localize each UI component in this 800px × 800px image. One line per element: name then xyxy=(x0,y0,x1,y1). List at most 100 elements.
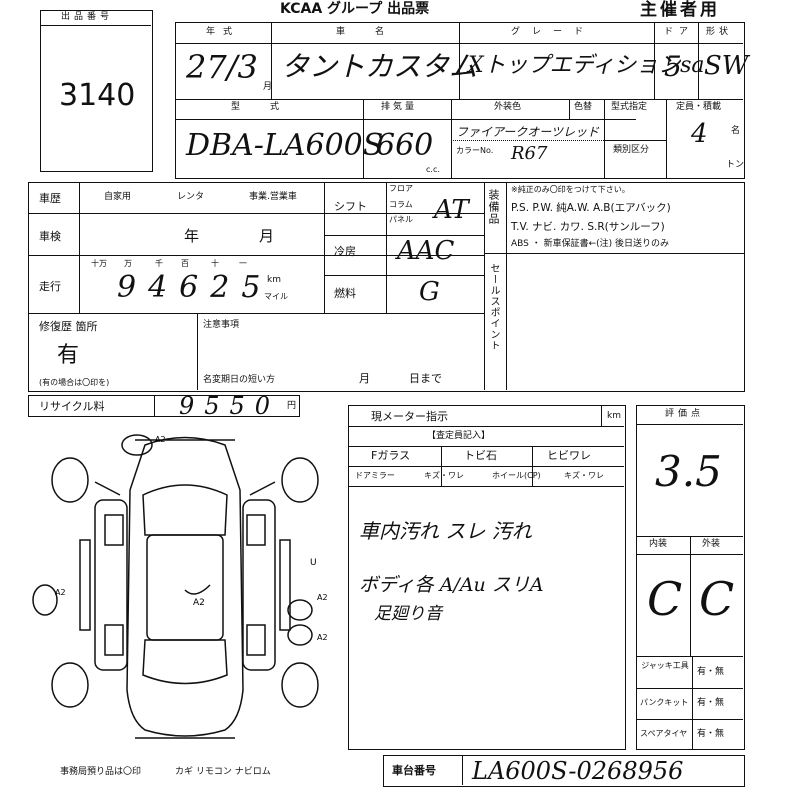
accessory-label: パンクキット xyxy=(640,698,689,707)
notes-label: 注意事項 xyxy=(203,320,240,330)
grade-score: 3.5 xyxy=(655,447,722,496)
grade-label: 評価点 xyxy=(665,409,705,419)
category-label: 類別区分 xyxy=(613,145,650,155)
displacement-value: 660 xyxy=(376,128,434,163)
diagram-center-mark: A2 xyxy=(193,598,205,608)
mileage-digit-label: 万 xyxy=(124,259,132,268)
recycle-amount: 9550 xyxy=(179,392,281,420)
mileage-digit-label: 十 xyxy=(211,259,219,268)
equipment-line-2: T.V. ナビ. カワ. S.R(サンルーフ) xyxy=(511,221,665,233)
diagram-mark: A2 xyxy=(55,588,66,597)
ac-value: AAC xyxy=(397,236,455,266)
chassis-box: 車台番号 LA600S-0268956 xyxy=(383,755,745,787)
displacement-label: 排気量 xyxy=(381,102,418,112)
exterior-grade: C xyxy=(699,572,735,626)
grade-box: 評価点 3.5 内装 外装 C C ジャッキ工具 有・無 パンクキット 有・無 … xyxy=(636,405,745,750)
wheel-label: ホイール(CP) xyxy=(492,471,541,480)
chassis-number: LA600S-0268956 xyxy=(472,757,684,785)
meter-label: 現メーター指示 xyxy=(371,410,448,423)
mirror-label: ドアミラー xyxy=(355,471,395,480)
diagram-mark: A2 xyxy=(155,435,166,444)
name-value: タントカスタム xyxy=(281,50,478,83)
inspection-month: 月 xyxy=(259,227,275,245)
mile-unit: マイル xyxy=(264,292,288,301)
color-no-label: カラーNo. xyxy=(456,146,494,155)
shift-column: コラム xyxy=(389,200,413,209)
recycle-label: リサイクル料 xyxy=(39,400,105,413)
diagram-mark: A2 xyxy=(317,593,328,602)
model-value: DBA-LA600S xyxy=(186,128,384,163)
year-label: 年式 xyxy=(206,27,241,37)
shape-label: 形状 xyxy=(706,27,733,37)
accessory-value: 有・無 xyxy=(697,729,725,739)
inspection-label: 車検 xyxy=(39,230,61,243)
mileage-label: 走行 xyxy=(39,280,61,293)
capacity-unit: 名 xyxy=(731,126,741,136)
mileage-value: 94625 xyxy=(117,270,273,305)
office-note: 事務局預り品は〇印 xyxy=(60,767,142,777)
office-items: カギ リモコン ナビロム xyxy=(175,767,271,777)
details-block: 車歴 自家用 レンタ 事業.営業車 車検 年 月 走行 十万 万 千 百 十 一… xyxy=(28,182,745,392)
year-month-unit: 月 xyxy=(263,82,273,92)
history-option-business: 事業.営業車 xyxy=(249,192,297,202)
mileage-digit-label: 百 xyxy=(181,259,189,268)
repair-note: (有の場合は〇印を) xyxy=(39,378,110,387)
year-value: 27/3 xyxy=(186,48,258,86)
accessory-label: スペアタイヤ xyxy=(640,729,688,738)
interior-label: 内装 xyxy=(649,539,668,549)
mileage-digit-label: 十万 xyxy=(91,259,107,268)
accessory-value: 有・無 xyxy=(697,698,725,708)
color-value: ファイアークオーツレッド xyxy=(456,125,600,139)
deadline-month: 月 xyxy=(359,372,370,385)
interior-grade: C xyxy=(647,572,683,626)
inspection-area: 現メーター指示 km 【査定員記入】 Fガラス トビ石 ヒビワレ ドアミラー キ… xyxy=(348,405,626,750)
inspector-label: 【査定員記入】 xyxy=(427,431,491,441)
shape-value: SW xyxy=(704,51,749,81)
type-designation-label: 型式指定 xyxy=(611,102,648,112)
shift-value: AT xyxy=(434,195,469,225)
grade-value: Xトップエディションsa xyxy=(468,53,705,78)
ac-label: 冷房 xyxy=(334,245,356,258)
lot-box: 出品番号 3140 xyxy=(40,10,153,172)
mileage-digit-label: 一 xyxy=(239,259,247,268)
model-label: 型式 xyxy=(231,102,310,112)
exterior-label: 外装 xyxy=(702,539,721,549)
inspection-note-1: 車内汚れ スレ 汚れ xyxy=(359,519,532,543)
history-option-rental: レンタ xyxy=(177,192,205,202)
km-unit: km xyxy=(267,275,281,285)
history-label: 車歴 xyxy=(39,192,61,205)
grade-label: グレード xyxy=(511,27,596,37)
fuel-value: G xyxy=(419,277,440,307)
load-unit: トン xyxy=(726,160,745,170)
lot-label: 出品番号 xyxy=(61,12,114,22)
name-label: 車名 xyxy=(336,27,415,37)
recycle-unit: 円 xyxy=(287,401,297,411)
organizer-label: 主催者用 xyxy=(640,0,720,20)
group-title: KCAA グループ 出品票 xyxy=(280,1,430,17)
capacity-label: 定員・積載 xyxy=(676,102,722,112)
inspection-note-2: ボディ各 A/Au スリA xyxy=(359,574,544,596)
shift-floor: フロア xyxy=(389,184,413,193)
repair-label: 修復歴 箇所 xyxy=(39,320,98,333)
equipment-note: ※純正のみ〇印をつけて下さい。 xyxy=(511,185,630,194)
car-diagram: A2 A2 A2 A2 U A2 xyxy=(32,434,328,739)
deadline-label: 名変期日の短い方 xyxy=(203,375,276,385)
equipment-line-1: P.S. P.W. 純A.W. A.B(エアバック) xyxy=(511,202,671,214)
deadline-day: 日まで xyxy=(409,372,442,385)
doors-value: 5 xyxy=(664,50,682,83)
equipment-label: 装備品 xyxy=(487,189,500,225)
shift-panel: パネル xyxy=(389,215,413,224)
meter-unit: km xyxy=(607,411,621,421)
color-change-label: 色替 xyxy=(574,102,593,112)
recycle-box: リサイクル料 9550 円 xyxy=(28,392,300,420)
glass-label: Fガラス xyxy=(371,449,411,462)
sales-point-label: セールスポイント xyxy=(488,263,499,351)
mirror-damage-label: キズ・ワレ xyxy=(424,471,464,480)
displacement-unit: c.c. xyxy=(426,165,440,174)
chassis-label: 車台番号 xyxy=(392,764,436,777)
accessory-label: ジャッキ工具 xyxy=(641,661,689,670)
doors-label: ドア xyxy=(664,27,695,37)
lot-number: 3140 xyxy=(59,78,136,113)
inspection-year: 年 xyxy=(184,227,200,245)
history-option-private: 自家用 xyxy=(104,192,132,202)
